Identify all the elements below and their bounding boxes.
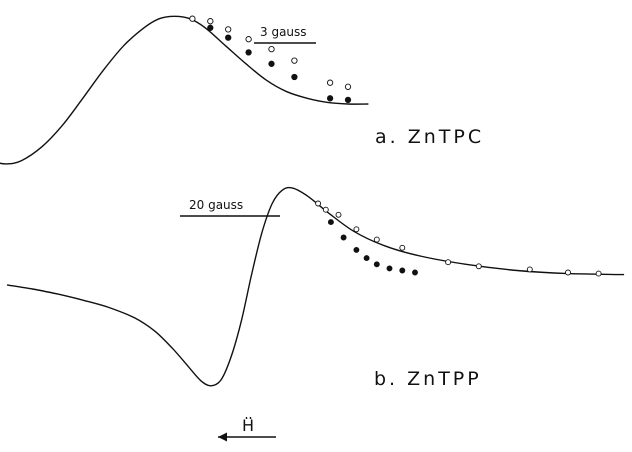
data-point-open-b-7	[445, 259, 452, 266]
spectrum-line-b	[6, 186, 625, 387]
panel-a: 3 gauss a. ZnTPC	[0, 15, 484, 165]
data-point-open-b-10	[565, 269, 571, 276]
data-point-open-b-5	[373, 236, 380, 243]
data-point-open-b-8	[475, 263, 482, 270]
data-point-open-b-2	[322, 206, 329, 213]
data-point-open-b-4	[353, 226, 360, 233]
data-point-filled-a-5	[291, 73, 298, 81]
data-point-filled-b-1	[327, 219, 334, 226]
data-point-filled-b-4	[363, 255, 370, 262]
data-point-filled-a-1	[207, 24, 214, 31]
spectrum-line-a	[0, 15, 369, 165]
data-point-open-a-4	[245, 36, 252, 43]
data-point-filled-b-3	[353, 246, 360, 253]
data-point-filled-a-2	[225, 34, 232, 41]
data-point-filled-a-4	[268, 60, 275, 67]
data-point-filled-a-7	[344, 96, 352, 104]
data-point-filled-b-2	[340, 234, 347, 241]
data-point-open-b-9	[526, 266, 533, 273]
scale-bar-b-label: 20 gauss	[189, 198, 243, 212]
data-point-open-a-7	[326, 79, 334, 86]
data-point-filled-b-8	[412, 269, 418, 276]
data-point-filled-b-5	[373, 261, 380, 268]
data-point-open-b-11	[595, 270, 602, 277]
field-arrow-label: H	[242, 416, 254, 435]
field-arrow: H	[218, 416, 276, 442]
data-point-open-b-6	[399, 244, 406, 251]
data-point-open-a-3	[225, 26, 232, 33]
data-point-filled-a-3	[245, 49, 252, 56]
data-point-open-a-5	[268, 45, 275, 53]
data-point-open-a-1	[189, 15, 196, 22]
data-point-open-a-6	[291, 57, 298, 64]
data-point-open-b-3	[335, 211, 342, 218]
panel-a-label: a. ZnTPC	[375, 126, 484, 148]
markers-b	[315, 200, 602, 277]
data-point-open-b-1	[315, 200, 322, 207]
markers-a	[189, 15, 352, 104]
data-point-open-a-8	[344, 83, 352, 90]
data-point-filled-b-6	[386, 265, 393, 272]
panel-b-label: b. ZnTPP	[374, 368, 482, 390]
data-point-filled-a-6	[326, 95, 334, 102]
panel-b: 20 gauss b. ZnTPP H	[6, 186, 625, 442]
data-point-filled-b-7	[399, 267, 406, 274]
data-point-open-a-2	[207, 18, 214, 25]
scale-bar-a-label: 3 gauss	[260, 25, 307, 39]
